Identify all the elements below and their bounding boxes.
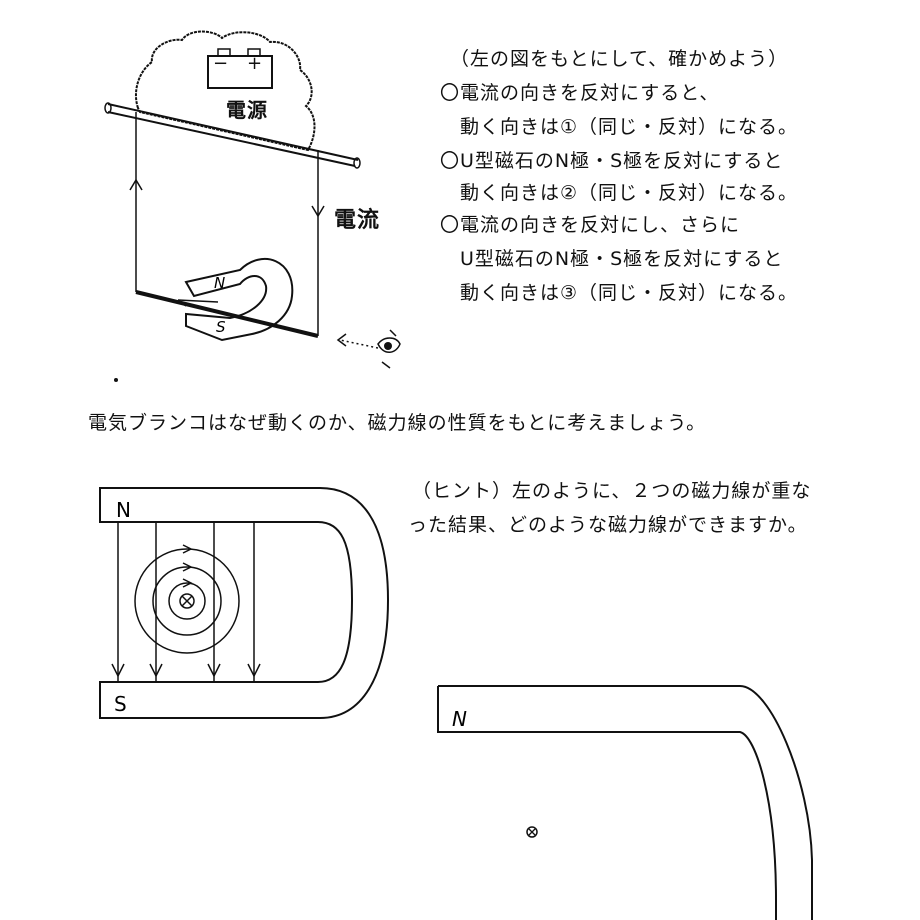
left-magnet-s: S — [114, 692, 127, 716]
eye-icon — [377, 329, 401, 369]
right-magnet-n: N — [452, 707, 467, 731]
hint-line2: った結果、どのような磁力線ができますか。 — [408, 514, 808, 536]
battery-icon — [207, 55, 273, 89]
current-into-page-icon — [526, 826, 538, 838]
magnet-n-label: N — [214, 274, 225, 292]
magnet-s-label: S — [216, 318, 226, 336]
hint-magnet-left — [99, 487, 390, 719]
conductor-bar — [135, 290, 319, 338]
swing-rod — [107, 103, 359, 161]
up-arrow-icon — [129, 178, 143, 191]
dotted-arrow-icon — [339, 339, 379, 349]
intro-text: （左の図をもとにして、確かめよう） — [450, 48, 789, 70]
left-magnet-n: N — [116, 498, 131, 522]
q2-line2: 動く向きは②（同じ・反対）になる。 — [460, 182, 799, 204]
current-label: 電流 — [334, 208, 381, 233]
u-magnet — [184, 258, 294, 342]
current-into-page-icon — [179, 593, 195, 609]
down-arrow-icon — [311, 205, 325, 218]
middle-prompt: 電気ブランコはなぜ動くのか、磁力線の性質をもとに考えましょう。 — [88, 412, 707, 434]
power-label: 電源 — [226, 98, 268, 122]
q1-line2: 動く向きは①（同じ・反対）になる。 — [460, 116, 799, 138]
q3-line1: 〇電流の向きを反対にし、さらに — [440, 214, 741, 236]
battery-minus: − — [213, 53, 230, 74]
q2-line1: 〇U型磁石のN極・S極を反対にすると — [440, 150, 784, 172]
q1-line1: 〇電流の向きを反対にすると、 — [440, 82, 720, 104]
hint-line1: （ヒント）左のように、２つの磁力線が重な — [412, 480, 812, 502]
q3-line2: U型磁石のN極・S極を反対にすると — [460, 248, 784, 270]
answer-magnet-right — [437, 685, 813, 920]
q3-line3: 動く向きは③（同じ・反対）になる。 — [460, 282, 799, 304]
battery-plus: + — [247, 53, 264, 74]
force-arrow-icon — [177, 299, 219, 307]
power-supply-cloud — [134, 30, 316, 152]
